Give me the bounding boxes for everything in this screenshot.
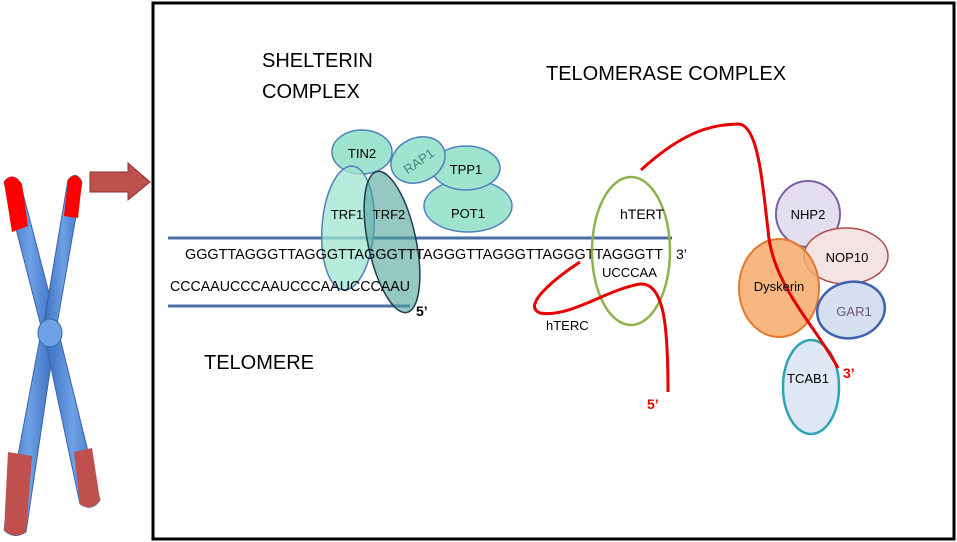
gar1-label: GAR1 xyxy=(836,304,871,319)
telomerase-title: TELOMERASE COMPLEX xyxy=(546,63,786,85)
trf1-label: TRF1 xyxy=(331,207,364,222)
dyskerin-label: Dyskerin xyxy=(754,279,805,294)
shelterin-title-line1: SHELTERIN xyxy=(262,50,373,72)
telomere-tip-lower-right xyxy=(74,448,100,508)
nhp2-label: NHP2 xyxy=(791,207,826,222)
rap1-protein xyxy=(390,136,446,184)
tcab1-protein xyxy=(781,338,841,436)
chromosome xyxy=(3,175,101,536)
telomere-title: TELOMERE xyxy=(204,352,314,374)
tpp1-label: TPP1 xyxy=(450,162,483,177)
tail-3prime: 3’ xyxy=(843,365,855,381)
telomere-tip-lower-left xyxy=(4,452,32,536)
top-strand-sequence: GGGTTAGGGTTAGGGTTAGGGTTTAGGGTTAGGGTTAGGG… xyxy=(185,246,663,263)
pot1-label: POT1 xyxy=(451,206,485,221)
gar1-protein xyxy=(815,280,887,340)
hterc-5prime: 5’ xyxy=(647,396,659,412)
tin2-label: TIN2 xyxy=(348,146,376,161)
dyskerin-protein xyxy=(738,238,820,338)
nop10-label: NOP10 xyxy=(826,250,869,265)
trf2-protein xyxy=(363,170,421,314)
top-strand-3prime: 3’ xyxy=(676,246,687,262)
panel-frame xyxy=(151,1,956,541)
hterc-rna-strand xyxy=(533,260,670,393)
centromere xyxy=(37,318,63,348)
bottom-strand-5prime: 5’ xyxy=(416,303,428,319)
htert-protein xyxy=(590,175,672,327)
shelterin-title-line2: COMPLEX xyxy=(262,81,360,103)
arrow-icon xyxy=(89,161,151,202)
telomere-tip-upper-left xyxy=(4,176,28,232)
bottom-strand-sequence: CCCAAUCCCAAUCCCAAUCCCAAU xyxy=(170,278,410,295)
tcab1-label: TCAB1 xyxy=(787,371,829,386)
telomere-tip-upper-right xyxy=(64,175,82,218)
trf2-label: TRF2 xyxy=(373,207,406,222)
template-sequence: UCCCAA xyxy=(602,265,657,280)
htert-label: hTERT xyxy=(620,206,665,222)
hterc-label: hTERC xyxy=(546,318,589,333)
telomerase-rna-tail xyxy=(639,122,840,369)
